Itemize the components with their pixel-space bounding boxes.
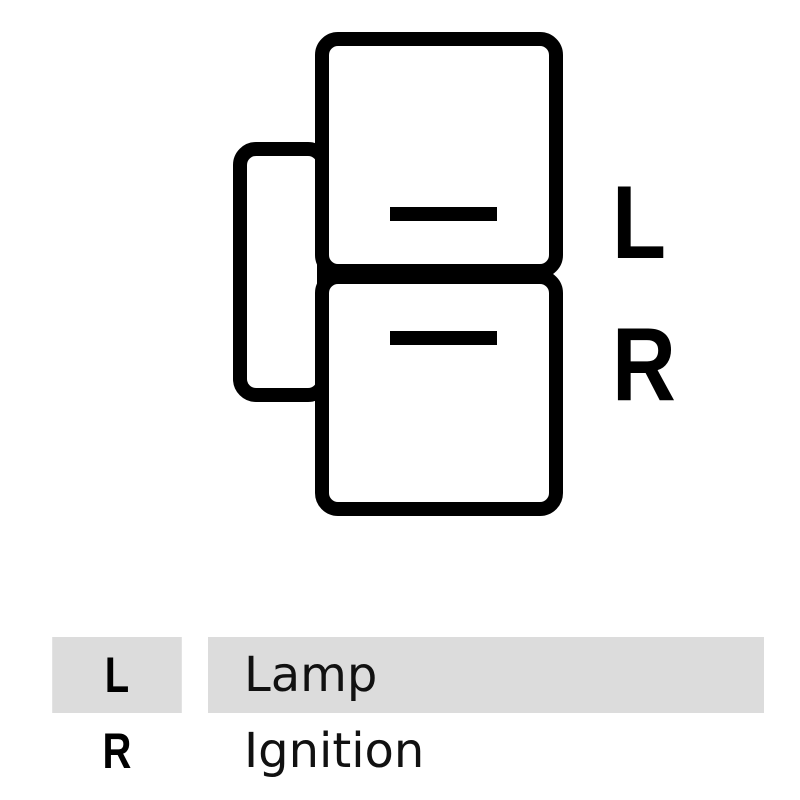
pin-label-r: R — [612, 307, 676, 422]
legend-row: R Ignition — [36, 713, 764, 789]
legend-key: L — [52, 637, 182, 713]
legend-row: L Lamp — [36, 637, 764, 713]
legend-value: Lamp — [208, 637, 764, 713]
connector-top-slot — [315, 32, 563, 278]
legend-key: R — [102, 723, 132, 779]
pin-r-terminal — [390, 331, 497, 345]
connector-diagram: L R — [233, 32, 676, 516]
pin-l-terminal — [390, 207, 497, 221]
pin-label-l: L — [612, 165, 666, 280]
connector-bottom-slot — [315, 270, 563, 516]
connector-side-tab — [233, 142, 331, 402]
legend-value: Ignition — [244, 723, 425, 779]
